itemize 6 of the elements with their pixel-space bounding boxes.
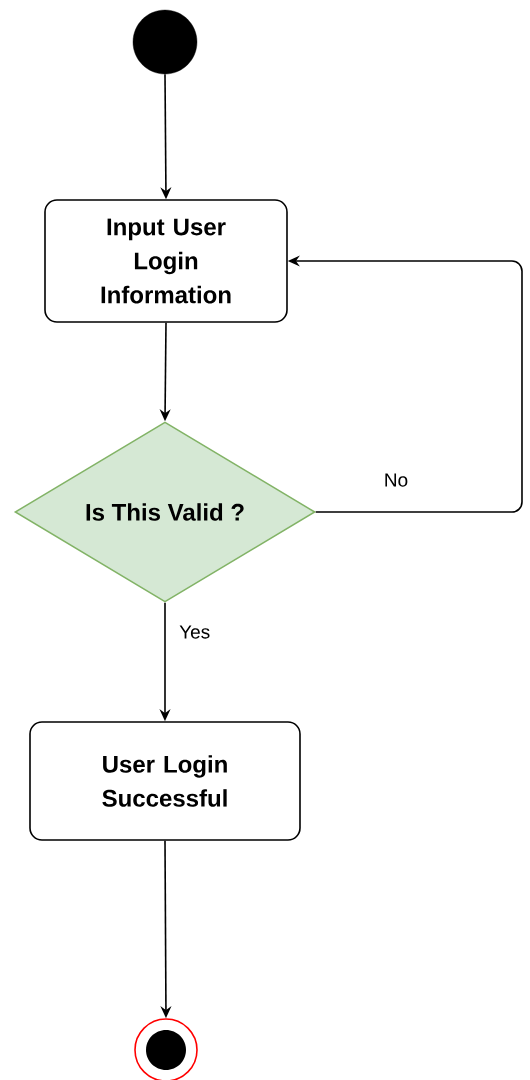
process-box: User Login Successful (29, 721, 301, 841)
process-box: Input User Login Information (44, 199, 288, 323)
end-circle (134, 1018, 198, 1080)
edge-label: Yes (177, 623, 213, 641)
start-circle (132, 9, 198, 75)
edge-label: No (381, 471, 411, 489)
